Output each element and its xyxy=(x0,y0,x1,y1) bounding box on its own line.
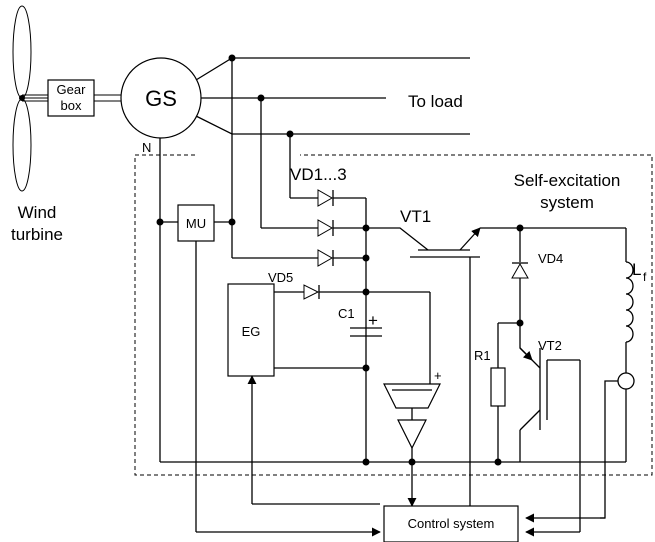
comparator xyxy=(383,383,441,409)
vd4-label: VD4 xyxy=(538,251,563,266)
c1-plus-label: + xyxy=(368,311,378,330)
amp-plus-label: + xyxy=(434,368,442,383)
control-system-label: Control system xyxy=(408,516,495,531)
resistor-r1 xyxy=(490,367,506,407)
phase-line-c xyxy=(195,115,470,135)
self-excitation-boundary xyxy=(134,154,653,476)
diode-vd3 xyxy=(232,249,366,267)
eg-block xyxy=(227,283,275,377)
vd1-3-label: VD1...3 xyxy=(290,165,347,184)
neutral-label: N xyxy=(142,140,151,155)
diode-vd2 xyxy=(261,219,366,237)
capacitor-c1 xyxy=(350,327,382,337)
lf-subscript: f xyxy=(643,270,647,284)
transistor-vt1 xyxy=(366,227,626,258)
wind-label-1: Wind xyxy=(18,203,57,222)
gearbox-label-2: box xyxy=(61,98,82,113)
to-load-label: To load xyxy=(408,92,463,111)
vd5-label: VD5 xyxy=(268,270,293,285)
eg-label: EG xyxy=(242,324,261,339)
vt1-label: VT1 xyxy=(400,207,431,226)
generator-label: GS xyxy=(145,86,177,111)
r1-label: R1 xyxy=(474,348,491,363)
vt2-label: VT2 xyxy=(538,338,562,353)
c1-label: C1 xyxy=(338,306,355,321)
self-excitation-label-2: system xyxy=(540,193,594,212)
diode-vd4 xyxy=(511,262,529,279)
transistor-vt2 xyxy=(519,323,580,462)
diode-vd5 xyxy=(303,284,320,300)
mu-block xyxy=(177,204,215,242)
phase-line-a xyxy=(195,57,470,81)
buffer-amp xyxy=(397,419,427,450)
control-system-block xyxy=(383,505,519,542)
current-sensor-line xyxy=(600,380,618,519)
gearbox-label-1: Gear xyxy=(57,82,87,97)
diode-vd1 xyxy=(290,189,366,207)
lf-label: L xyxy=(632,260,641,279)
gearbox xyxy=(47,79,95,117)
wind-label-2: turbine xyxy=(11,225,63,244)
self-excitation-label-1: Self-excitation xyxy=(514,171,621,190)
mu-label: MU xyxy=(186,216,206,231)
